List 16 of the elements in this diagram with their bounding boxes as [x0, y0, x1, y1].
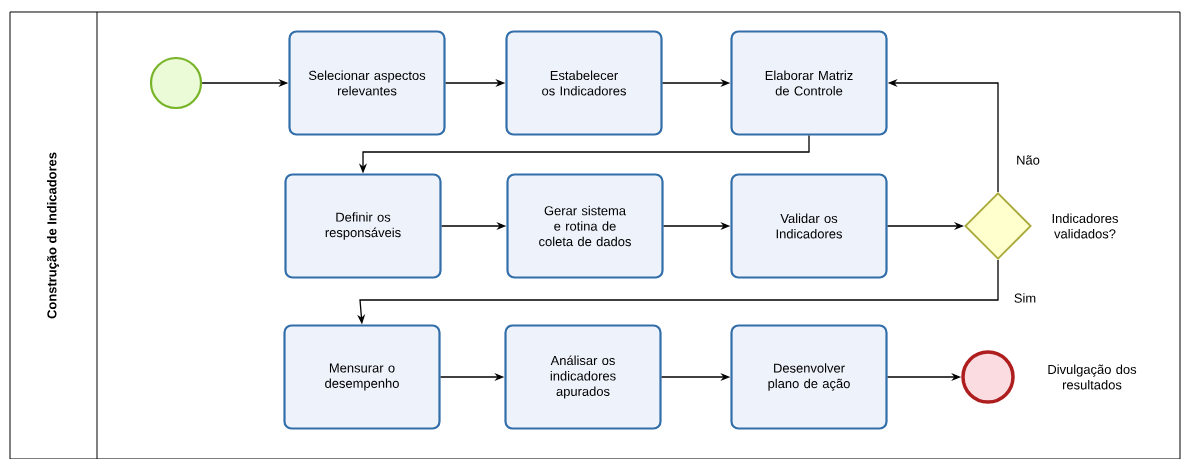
task-box: Elaborar Matriz de Controle: [730, 30, 888, 136]
task-box: Desenvolver plano de ação: [730, 324, 888, 430]
edge-label: Não: [1015, 154, 1041, 166]
task-box: Definir os responsáveis: [284, 173, 442, 279]
decision-diamond: [964, 192, 1032, 260]
task-box: Gerar sistema e rotina de coleta de dados: [506, 173, 664, 279]
task-box: Estabelecer os Indicadores: [505, 30, 663, 136]
node-caption: Indicadores validados?: [1052, 213, 1118, 239]
end-circle: [961, 350, 1015, 404]
task-box: Mensurar o desempenho: [283, 324, 441, 430]
task-box: Análisar os indicadores apurados: [504, 324, 662, 430]
task-box: Selecionar aspectos relevantes: [288, 30, 446, 136]
edge-label: Sim: [1012, 292, 1038, 304]
task-box: Validar os Indicadores: [730, 173, 888, 279]
node-caption: Divulgação dos resultados: [1048, 364, 1137, 390]
start-circle: [149, 56, 203, 110]
